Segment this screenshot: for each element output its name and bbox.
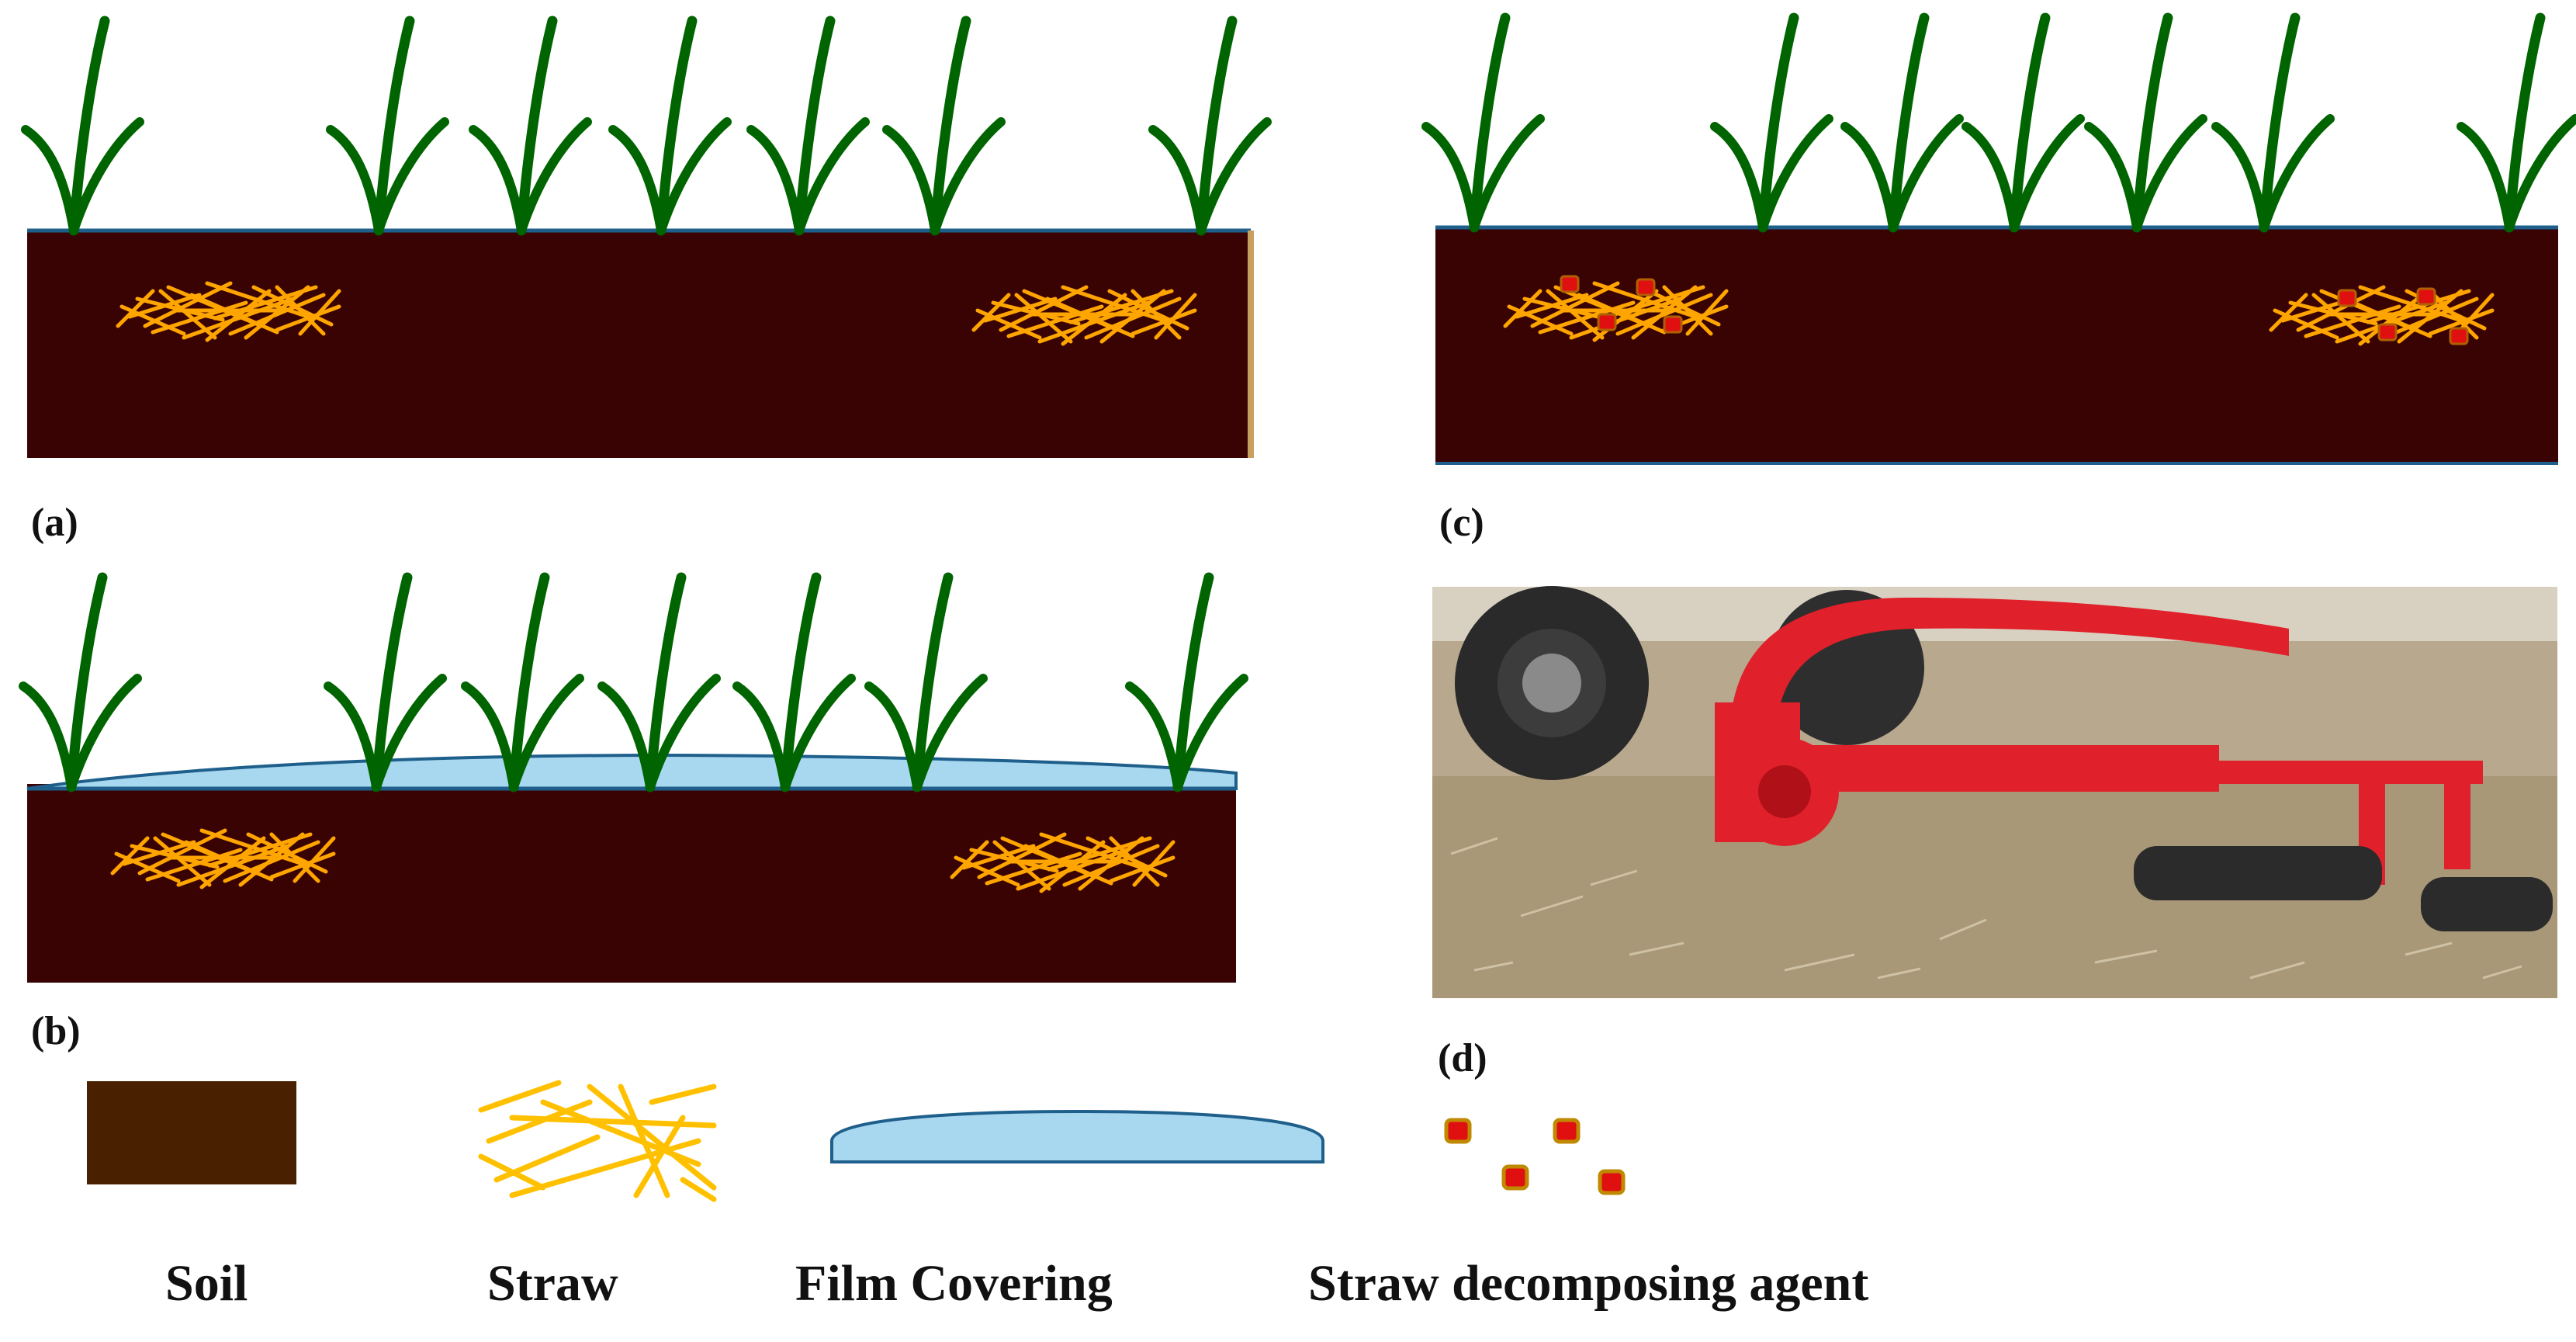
legend-film-label: Film Covering	[795, 1255, 1113, 1312]
panel-a-label: (a)	[31, 501, 78, 545]
panel-d-photo	[1432, 586, 2557, 998]
legend-film-swatch	[830, 1109, 1324, 1163]
panel-b-label: (b)	[31, 1009, 81, 1053]
panel-edge	[1248, 231, 1254, 458]
legend-agent-swatch	[1444, 1118, 1626, 1195]
field-stubble	[1432, 776, 2557, 998]
legend-straw-label: Straw	[487, 1255, 618, 1312]
panel-c-label: (c)	[1439, 501, 1484, 545]
legend: Soil Straw Film Covering Straw decomposi…	[87, 1080, 1868, 1312]
roller	[2421, 877, 2553, 931]
legend-soil-label: Soil	[165, 1255, 248, 1312]
panel-d-label: (d)	[1438, 1036, 1487, 1080]
panel-c-illustration	[1426, 18, 2575, 465]
soil-layer	[27, 231, 1251, 458]
decomposing-agent-particles	[1560, 275, 2469, 345]
film-covering	[26, 754, 1238, 790]
straw-return-machine	[1715, 598, 2483, 885]
soil-layer	[1435, 227, 2558, 464]
panel-a-illustration	[26, 21, 1267, 458]
grass-plants	[26, 21, 1267, 231]
legend-soil-swatch	[87, 1081, 296, 1184]
stubble-texture	[1450, 837, 2522, 980]
gearbox	[1758, 765, 1811, 818]
tractor-wheel	[1455, 586, 1649, 780]
grass-plants	[1426, 18, 2575, 227]
legend-straw-swatch	[478, 1080, 717, 1202]
legend-agent-label: Straw decomposing agent	[1308, 1255, 1868, 1312]
roller	[2134, 846, 2382, 900]
panel-b-illustration	[23, 577, 1244, 983]
